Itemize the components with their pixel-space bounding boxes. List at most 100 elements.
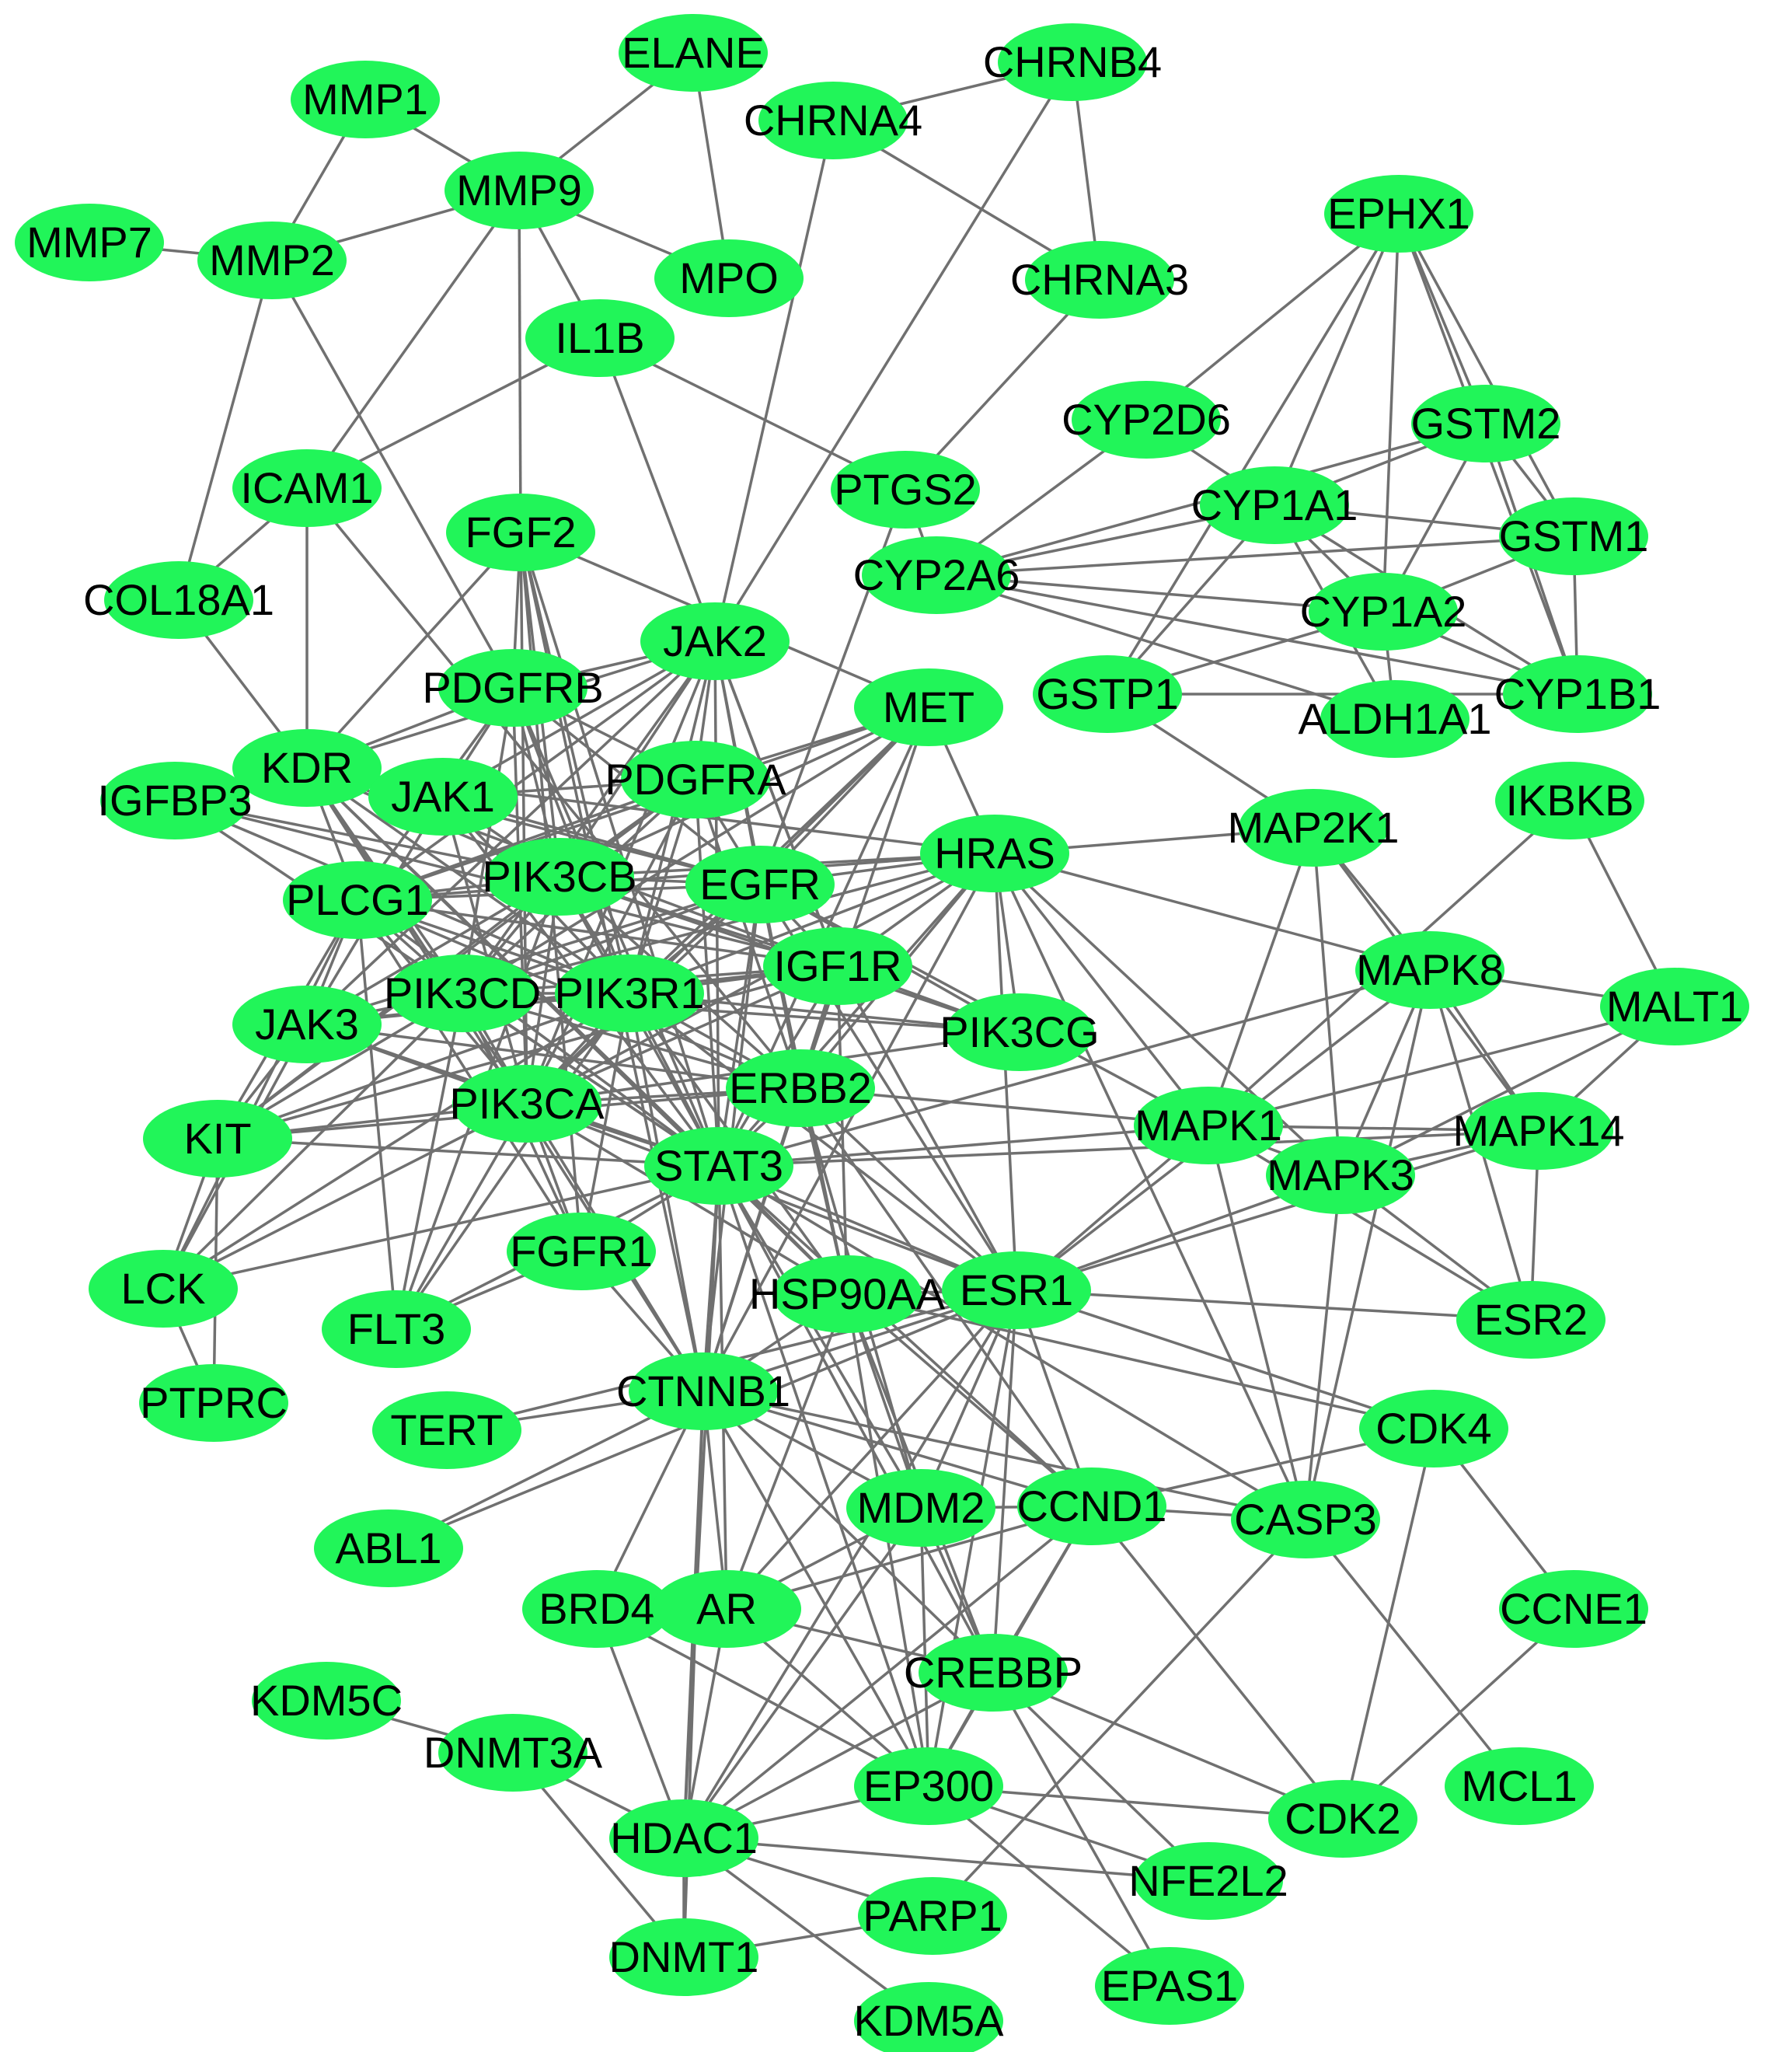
node-tert[interactable]: TERT	[372, 1391, 521, 1469]
edge-erbb2-ctnnb1	[702, 1087, 802, 1392]
node-kdm5c[interactable]: KDM5C	[250, 1662, 403, 1740]
node-chrna3[interactable]: CHRNA3	[1010, 241, 1189, 319]
node-igfbp3[interactable]: IGFBP3	[97, 762, 253, 839]
node-erbb2[interactable]: ERBB2	[726, 1049, 875, 1127]
node-fgf2[interactable]: FGF2	[446, 494, 595, 571]
edge-jak2-plcg1	[356, 640, 716, 902]
node-cyp2a6[interactable]: CYP2A6	[853, 536, 1020, 614]
edge-ephx1-cyp2d6	[1145, 212, 1400, 421]
node-parp1[interactable]: PARP1	[858, 1877, 1007, 1955]
node-mpo[interactable]: MPO	[654, 239, 804, 317]
node-crebbp[interactable]: CREBBP	[904, 1634, 1083, 1712]
node-egfr[interactable]: EGFR	[685, 846, 835, 923]
node-met[interactable]: MET	[854, 668, 1003, 746]
node-pdgfra[interactable]: PDGFRA	[605, 741, 786, 818]
node-dnmt1[interactable]: DNMT1	[609, 1918, 759, 1996]
node-pik3ca[interactable]: PIK3CA	[449, 1065, 605, 1143]
node-col18a1[interactable]: COL18A1	[83, 561, 274, 639]
node-esr1[interactable]: ESR1	[942, 1251, 1091, 1329]
edge-stat3-mapk14	[718, 1129, 1539, 1167]
node-cyp1a1[interactable]: CYP1A1	[1191, 466, 1358, 544]
node-mmp2[interactable]: MMP2	[197, 222, 347, 299]
node-mmp7[interactable]: MMP7	[15, 204, 164, 281]
edge-igf1r-esr1	[836, 965, 1018, 1291]
node-gstm2[interactable]: GSTM2	[1411, 385, 1561, 462]
node-lck[interactable]: LCK	[89, 1250, 238, 1328]
node-ellipse	[1359, 1390, 1508, 1467]
node-ellipse	[652, 1570, 801, 1648]
node-ctnnb1[interactable]: CTNNB1	[616, 1352, 790, 1430]
node-kdr[interactable]: KDR	[232, 729, 382, 807]
node-il1b[interactable]: IL1B	[525, 299, 675, 377]
node-fgfr1[interactable]: FGFR1	[507, 1213, 656, 1290]
node-label: EGFR	[699, 860, 821, 909]
node-jak1[interactable]: JAK1	[368, 758, 518, 836]
node-stat3[interactable]: STAT3	[644, 1127, 793, 1205]
edge-jak2-pik3r1	[628, 640, 716, 994]
node-mapk3[interactable]: MAPK3	[1266, 1136, 1415, 1214]
node-cdk2[interactable]: CDK2	[1268, 1780, 1417, 1858]
node-ellipse	[619, 14, 768, 92]
node-abl1[interactable]: ABL1	[314, 1509, 463, 1587]
edge-crebbp-cdk2	[992, 1671, 1344, 1820]
node-chrna4[interactable]: CHRNA4	[744, 82, 922, 159]
node-ccne1[interactable]: CCNE1	[1499, 1570, 1648, 1648]
node-jak2[interactable]: JAK2	[640, 602, 790, 680]
node-gstp1[interactable]: GSTP1	[1033, 655, 1182, 733]
node-mapk8[interactable]: MAPK8	[1355, 931, 1504, 1009]
node-ccnd1[interactable]: CCND1	[1017, 1467, 1167, 1545]
edge-brd4-hdac1	[595, 1608, 685, 1839]
node-hdac1[interactable]: HDAC1	[609, 1799, 758, 1877]
node-mapk1[interactable]: MAPK1	[1134, 1087, 1283, 1164]
node-kdm5a[interactable]: KDM5A	[854, 1982, 1005, 2052]
node-elane[interactable]: ELANE	[619, 14, 768, 92]
node-ep300[interactable]: EP300	[854, 1747, 1003, 1825]
node-aldh1a1[interactable]: ALDH1A1	[1298, 680, 1492, 758]
edge-crebbp-epas1	[992, 1672, 1171, 1987]
node-gstm1[interactable]: GSTM1	[1499, 497, 1649, 575]
node-ellipse	[15, 204, 164, 281]
node-icam1[interactable]: ICAM1	[232, 449, 382, 527]
node-jak3[interactable]: JAK3	[232, 986, 382, 1063]
node-plcg1[interactable]: PLCG1	[283, 861, 432, 939]
node-casp3[interactable]: CASP3	[1231, 1481, 1380, 1558]
node-ar[interactable]: AR	[652, 1570, 801, 1648]
node-esr2[interactable]: ESR2	[1456, 1281, 1605, 1359]
node-cyp2d6[interactable]: CYP2D6	[1062, 381, 1231, 459]
node-cdk4[interactable]: CDK4	[1359, 1390, 1508, 1467]
node-malt1[interactable]: MALT1	[1600, 968, 1749, 1045]
node-ptprc[interactable]: PTPRC	[139, 1364, 288, 1442]
node-mmp1[interactable]: MMP1	[291, 61, 440, 138]
node-pik3cd[interactable]: PIK3CD	[384, 954, 541, 1032]
node-nfe2l2[interactable]: NFE2L2	[1128, 1842, 1288, 1920]
node-cyp1a2[interactable]: CYP1A2	[1300, 573, 1467, 651]
node-brd4[interactable]: BRD4	[522, 1570, 671, 1648]
node-label: TERT	[390, 1405, 503, 1454]
node-map2k1[interactable]: MAP2K1	[1228, 789, 1400, 867]
node-pik3r1[interactable]: PIK3R1	[555, 954, 705, 1032]
edge-plcg1-lck	[162, 899, 359, 1289]
node-flt3[interactable]: FLT3	[322, 1290, 471, 1368]
node-pik3cb[interactable]: PIK3CB	[482, 838, 637, 916]
node-mdm2[interactable]: MDM2	[846, 1469, 995, 1547]
node-pik3cg[interactable]: PIK3CG	[940, 993, 1100, 1071]
node-kit[interactable]: KIT	[143, 1100, 292, 1178]
node-pdgfrb[interactable]: PDGFRB	[422, 649, 604, 727]
node-igf1r[interactable]: IGF1R	[763, 927, 912, 1005]
edge-pik3r1-lck	[162, 992, 630, 1290]
node-mmp9[interactable]: MMP9	[445, 152, 594, 229]
node-cyp1b1[interactable]: CYP1B1	[1494, 655, 1661, 733]
node-mapk14[interactable]: MAPK14	[1453, 1092, 1625, 1170]
node-epas1[interactable]: EPAS1	[1095, 1947, 1244, 2025]
node-mcl1[interactable]: MCL1	[1445, 1747, 1594, 1825]
edge-mapk14-esr1	[1016, 1129, 1539, 1292]
node-ephx1[interactable]: EPHX1	[1324, 175, 1473, 253]
node-label: MCL1	[1461, 1761, 1577, 1810]
node-chrnb4[interactable]: CHRNB4	[983, 23, 1162, 101]
node-hsp90aa[interactable]: HSP90AA	[749, 1255, 946, 1333]
node-hras[interactable]: HRAS	[920, 815, 1069, 892]
node-ptgs2[interactable]: PTGS2	[831, 451, 980, 529]
node-ikbkb[interactable]: IKBKB	[1495, 762, 1644, 839]
node-label: CCND1	[1017, 1481, 1167, 1530]
node-dnmt3a[interactable]: DNMT3A	[424, 1714, 603, 1792]
